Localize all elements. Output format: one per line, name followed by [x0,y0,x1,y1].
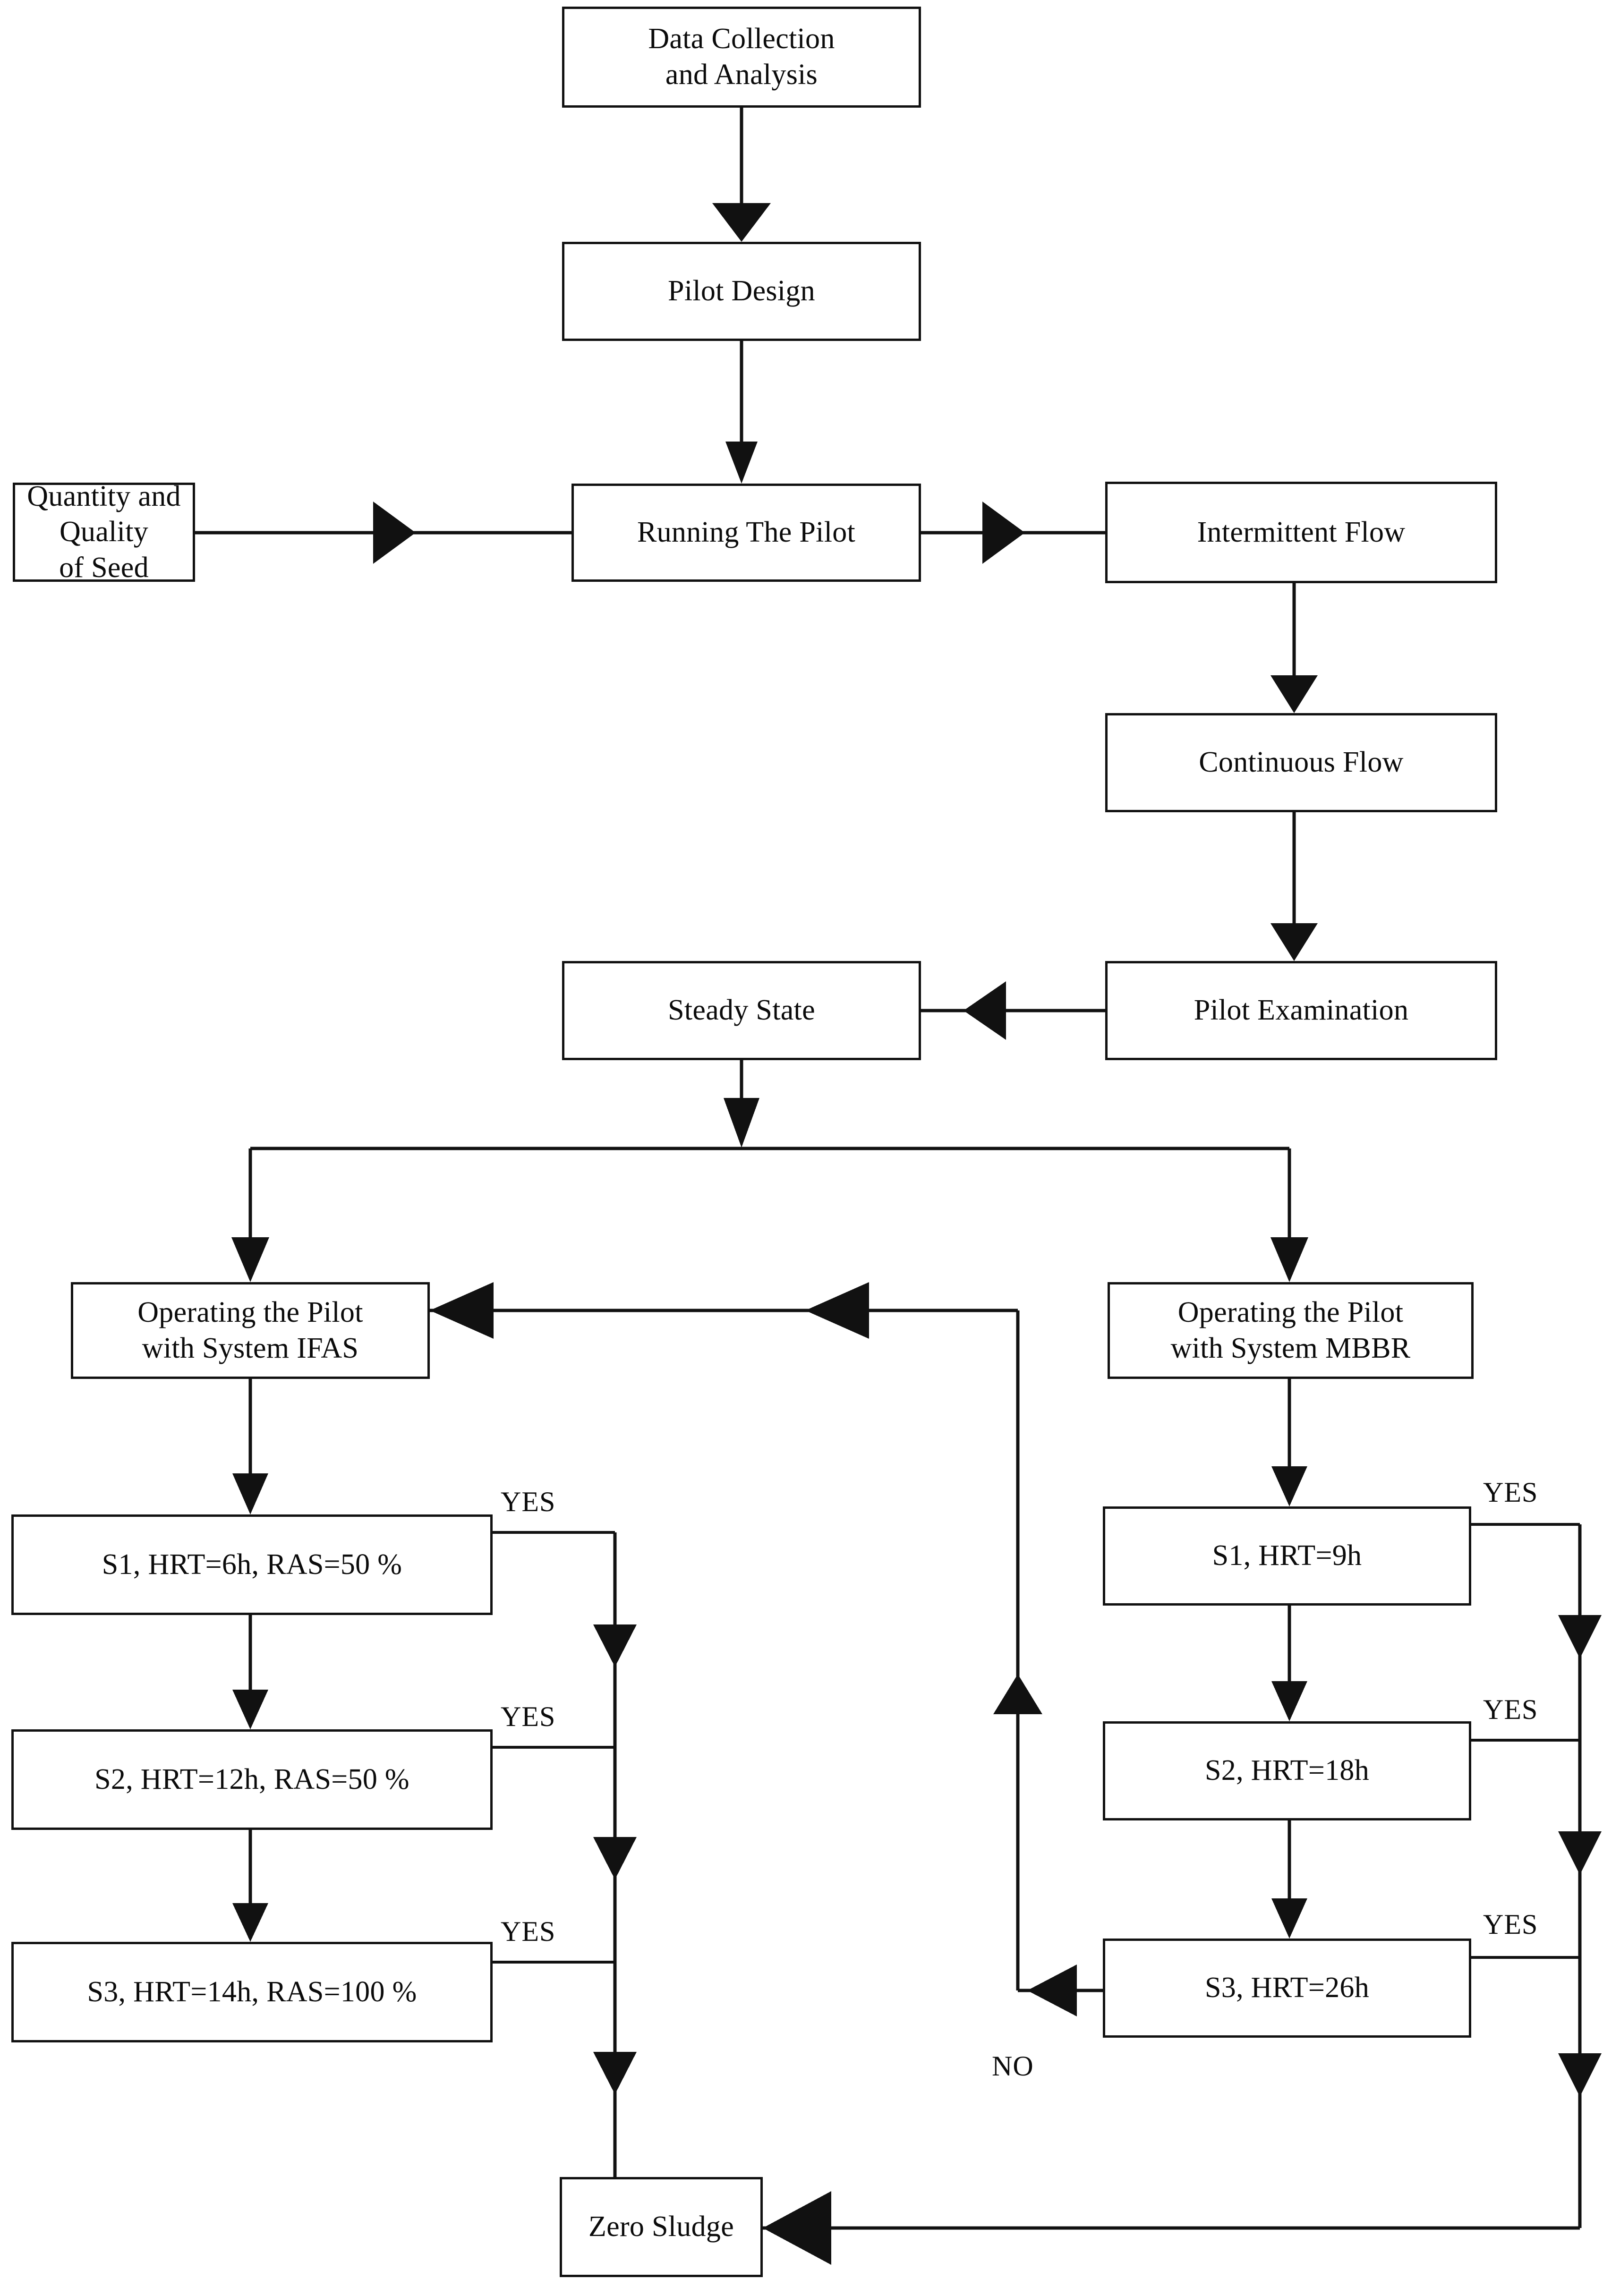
arrowhead-down [593,1837,637,1879]
edge-label-ifas-s3-yes: YES [501,1916,556,1947]
edge-label-ifas-s1-yes: YES [501,1486,556,1517]
node-data-collection-and-analysis[interactable]: Data Collection and Analysis [562,7,921,108]
node-label: Steady State [668,994,815,1027]
arrowhead-down [1558,1831,1602,1875]
node-label: Pilot Design [668,275,815,307]
node-label: S3, HRT=14h, RAS=100 % [87,1975,417,2008]
edge-label-mbbr-s2-yes: YES [1483,1694,1538,1725]
arrowhead-down [593,1624,637,1667]
arrowhead-down [231,1237,269,1282]
node-zero-sludge[interactable]: Zero Sludge [560,2177,763,2277]
edge-label-mbbr-s3-yes: YES [1483,1909,1538,1940]
arrowhead-down [1270,675,1318,713]
node-operating-the-pilot-with-system-ifas[interactable]: Operating the Pilot with System IFAS [71,1282,430,1379]
node-running-the-pilot[interactable]: Running The Pilot [571,484,921,582]
arrowhead-down [1270,1237,1308,1282]
arrowhead-left [763,2191,831,2265]
node-operating-the-pilot-with-system-mbbr[interactable]: Operating the Pilot with System MBBR [1108,1282,1474,1379]
node-label: Intermittent Flow [1197,516,1406,548]
node-continuous-flow[interactable]: Continuous Flow [1105,713,1497,812]
node-mbbr-stage-s1[interactable]: S1, HRT=9h [1103,1506,1471,1606]
arrowhead-down [1270,923,1318,961]
arrowhead-left-mid [805,1282,869,1339]
arrowhead-right [373,502,416,564]
arrowhead-down [1271,1681,1307,1721]
arrowhead-down [232,1473,268,1514]
edge-label-mbbr-s1-yes: YES [1483,1477,1538,1508]
node-quantity-and-quality-of-seed[interactable]: Quantity and Quality of Seed [13,480,195,584]
node-label: Operating the Pilot with System MBBR [1170,1296,1411,1364]
node-intermittent-flow[interactable]: Intermittent Flow [1105,482,1497,583]
arrowhead-down [1271,1898,1307,1939]
arrowhead-down [712,203,771,242]
arrowhead-down [724,1098,759,1148]
node-mbbr-stage-s3[interactable]: S3, HRT=26h [1103,1939,1471,2038]
arrowhead-left [430,1282,494,1339]
node-label: Quantity and Quality of Seed [27,480,181,584]
node-label: Running The Pilot [637,516,856,549]
node-pilot-design[interactable]: Pilot Design [562,242,921,341]
node-mbbr-stage-s2[interactable]: S2, HRT=18h [1103,1721,1471,1820]
arrowhead-down [1558,1615,1602,1658]
node-label: Continuous Flow [1199,746,1404,779]
edge-label-no: NO [992,2050,1034,2082]
arrowhead-down [593,2052,637,2094]
node-label: Operating the Pilot with System IFAS [137,1296,363,1364]
node-ifas-stage-s3[interactable]: S3, HRT=14h, RAS=100 % [11,1942,493,2042]
edge-label-ifas-s2-yes: YES [501,1701,556,1732]
arrowhead-down [725,442,758,484]
node-label: S2, HRT=12h, RAS=50 % [94,1763,409,1795]
arrowhead-down [1271,1466,1307,1506]
node-label: S1, HRT=9h [1212,1539,1362,1572]
node-label: S2, HRT=18h [1204,1754,1370,1787]
node-label: Pilot Examination [1194,994,1409,1027]
arrowhead-right [982,502,1025,564]
node-label: Zero Sludge [588,2211,734,2243]
node-label: S1, HRT=6h, RAS=50 % [102,1548,402,1581]
node-ifas-stage-s1[interactable]: S1, HRT=6h, RAS=50 % [11,1514,493,1615]
arrowhead-left [1027,1964,1077,2016]
node-pilot-examination[interactable]: Pilot Examination [1105,961,1497,1060]
arrowhead-left [963,981,1006,1040]
node-ifas-stage-s2[interactable]: S2, HRT=12h, RAS=50 % [11,1729,493,1830]
arrowhead-down [232,1903,268,1942]
arrowhead-down [232,1690,268,1729]
node-label: Data Collection and Analysis [648,23,835,91]
node-label: S3, HRT=26h [1204,1972,1370,2004]
arrowhead-up [993,1674,1042,1714]
node-steady-state[interactable]: Steady State [562,961,921,1060]
arrowhead-down [1558,2053,1602,2097]
